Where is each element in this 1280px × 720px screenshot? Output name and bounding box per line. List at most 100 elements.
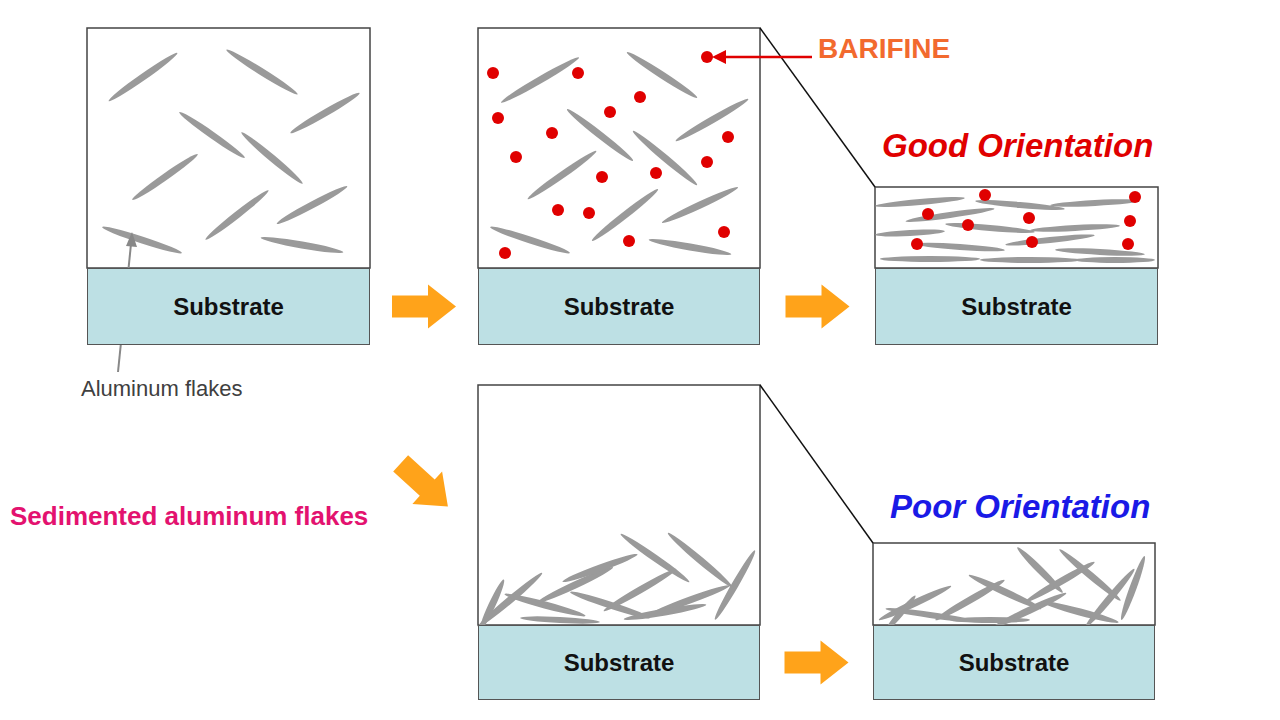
flake-group xyxy=(877,545,1148,634)
leader-arrowhead xyxy=(712,50,726,64)
annotation-label: Good Orientation xyxy=(882,127,1242,165)
substrate-box: Substrate xyxy=(478,268,760,345)
aluminum-flake xyxy=(666,530,735,589)
barifine-particle xyxy=(701,51,713,63)
aluminum-flake xyxy=(526,148,599,202)
barifine-particle xyxy=(572,67,584,79)
aluminum-flake xyxy=(712,549,758,622)
connector-track xyxy=(370,306,478,307)
annotation-label: BARIFINE xyxy=(818,33,1078,65)
aluminum-flake xyxy=(177,109,247,161)
coating-layer xyxy=(875,187,1158,268)
barifine-particle xyxy=(492,112,504,124)
block-arrow xyxy=(393,455,448,506)
annotation-label: Aluminum flakes xyxy=(81,376,341,401)
barifine-particle xyxy=(701,156,713,168)
coating-layer xyxy=(87,28,370,268)
aluminum-flake xyxy=(289,90,362,136)
barifine-particles xyxy=(911,189,1141,250)
barifine-particle xyxy=(911,238,923,250)
barifine-particle xyxy=(979,189,991,201)
aluminum-flake xyxy=(130,151,200,203)
barifine-particle xyxy=(634,91,646,103)
aluminum-flake xyxy=(1040,598,1119,625)
aluminum-flake xyxy=(875,195,965,209)
aluminum-flake xyxy=(561,551,639,585)
aluminum-flake xyxy=(660,184,739,226)
flake-group xyxy=(101,47,361,257)
barifine-particle xyxy=(1129,191,1141,203)
aluminum-flake xyxy=(1015,545,1065,595)
aluminum-flake xyxy=(225,47,300,97)
barifine-particle xyxy=(1023,212,1035,224)
barifine-particle xyxy=(596,171,608,183)
aluminum-flake xyxy=(565,106,636,163)
barifine-particle xyxy=(583,207,595,219)
substrate-box: Substrate xyxy=(478,625,760,700)
aluminum-flake xyxy=(950,617,1030,623)
annotation-label: Poor Orientation xyxy=(890,488,1250,526)
barifine-particle xyxy=(650,167,662,179)
barifine-particle xyxy=(1122,238,1134,250)
aluminum-flake xyxy=(880,256,980,262)
process-arrow xyxy=(760,641,873,685)
zoom-line xyxy=(760,385,873,543)
barifine-particle xyxy=(722,131,734,143)
aluminum-flake xyxy=(477,578,507,632)
barifine-particle xyxy=(962,219,974,231)
barifine-particle xyxy=(623,235,635,247)
connector-track xyxy=(760,662,873,663)
aluminum-flake xyxy=(101,224,183,257)
barifine-particle xyxy=(510,151,522,163)
barifine-particles xyxy=(487,51,734,259)
aluminum-flake xyxy=(915,241,1005,253)
connector-track xyxy=(760,306,875,307)
aluminum-flake xyxy=(905,206,995,224)
flake-group xyxy=(476,530,758,632)
aluminum-flake xyxy=(520,615,600,625)
aluminum-flake xyxy=(499,54,580,105)
barifine-particle xyxy=(1026,236,1038,248)
flake-group xyxy=(875,195,1155,263)
aluminum-flake xyxy=(1005,232,1095,247)
substrate-box: Substrate xyxy=(875,268,1158,345)
connector-track xyxy=(271,345,578,625)
leader-line xyxy=(722,56,812,59)
aluminum-flake xyxy=(980,257,1080,263)
aluminum-flake xyxy=(648,236,732,257)
aluminum-flake xyxy=(674,96,750,144)
barifine-particle xyxy=(546,127,558,139)
aluminum-flake xyxy=(623,601,707,622)
barifine-particle xyxy=(1124,215,1136,227)
substrate-label: Substrate xyxy=(961,293,1072,321)
aluminum-flake xyxy=(1030,223,1120,234)
aluminum-flake xyxy=(875,228,945,238)
substrate-box: Substrate xyxy=(87,268,370,345)
barifine-particle xyxy=(499,247,511,259)
barifine-particle xyxy=(487,67,499,79)
substrate-label: Substrate xyxy=(959,649,1070,677)
barifine-particle xyxy=(604,106,616,118)
process-arrow xyxy=(370,285,478,329)
aluminum-flake xyxy=(239,130,305,187)
barifine-particle xyxy=(552,204,564,216)
aluminum-flake xyxy=(107,50,180,104)
barifine-particle xyxy=(718,226,730,238)
coating-layer xyxy=(873,543,1155,625)
aluminum-flake xyxy=(1050,198,1140,209)
substrate-label: Substrate xyxy=(564,293,675,321)
leader-arrowhead xyxy=(126,232,137,247)
annotation-label: Sedimented aluminum flakes xyxy=(10,502,480,532)
block-arrow xyxy=(786,285,850,329)
process-arrow xyxy=(271,345,578,625)
aluminum-flake xyxy=(275,183,349,227)
aluminum-flake xyxy=(590,186,661,243)
aluminum-flake xyxy=(504,591,587,620)
barifine-particle xyxy=(922,208,934,220)
aluminum-flake xyxy=(1118,555,1148,621)
block-arrow xyxy=(785,641,849,685)
substrate-box: Substrate xyxy=(873,625,1155,700)
